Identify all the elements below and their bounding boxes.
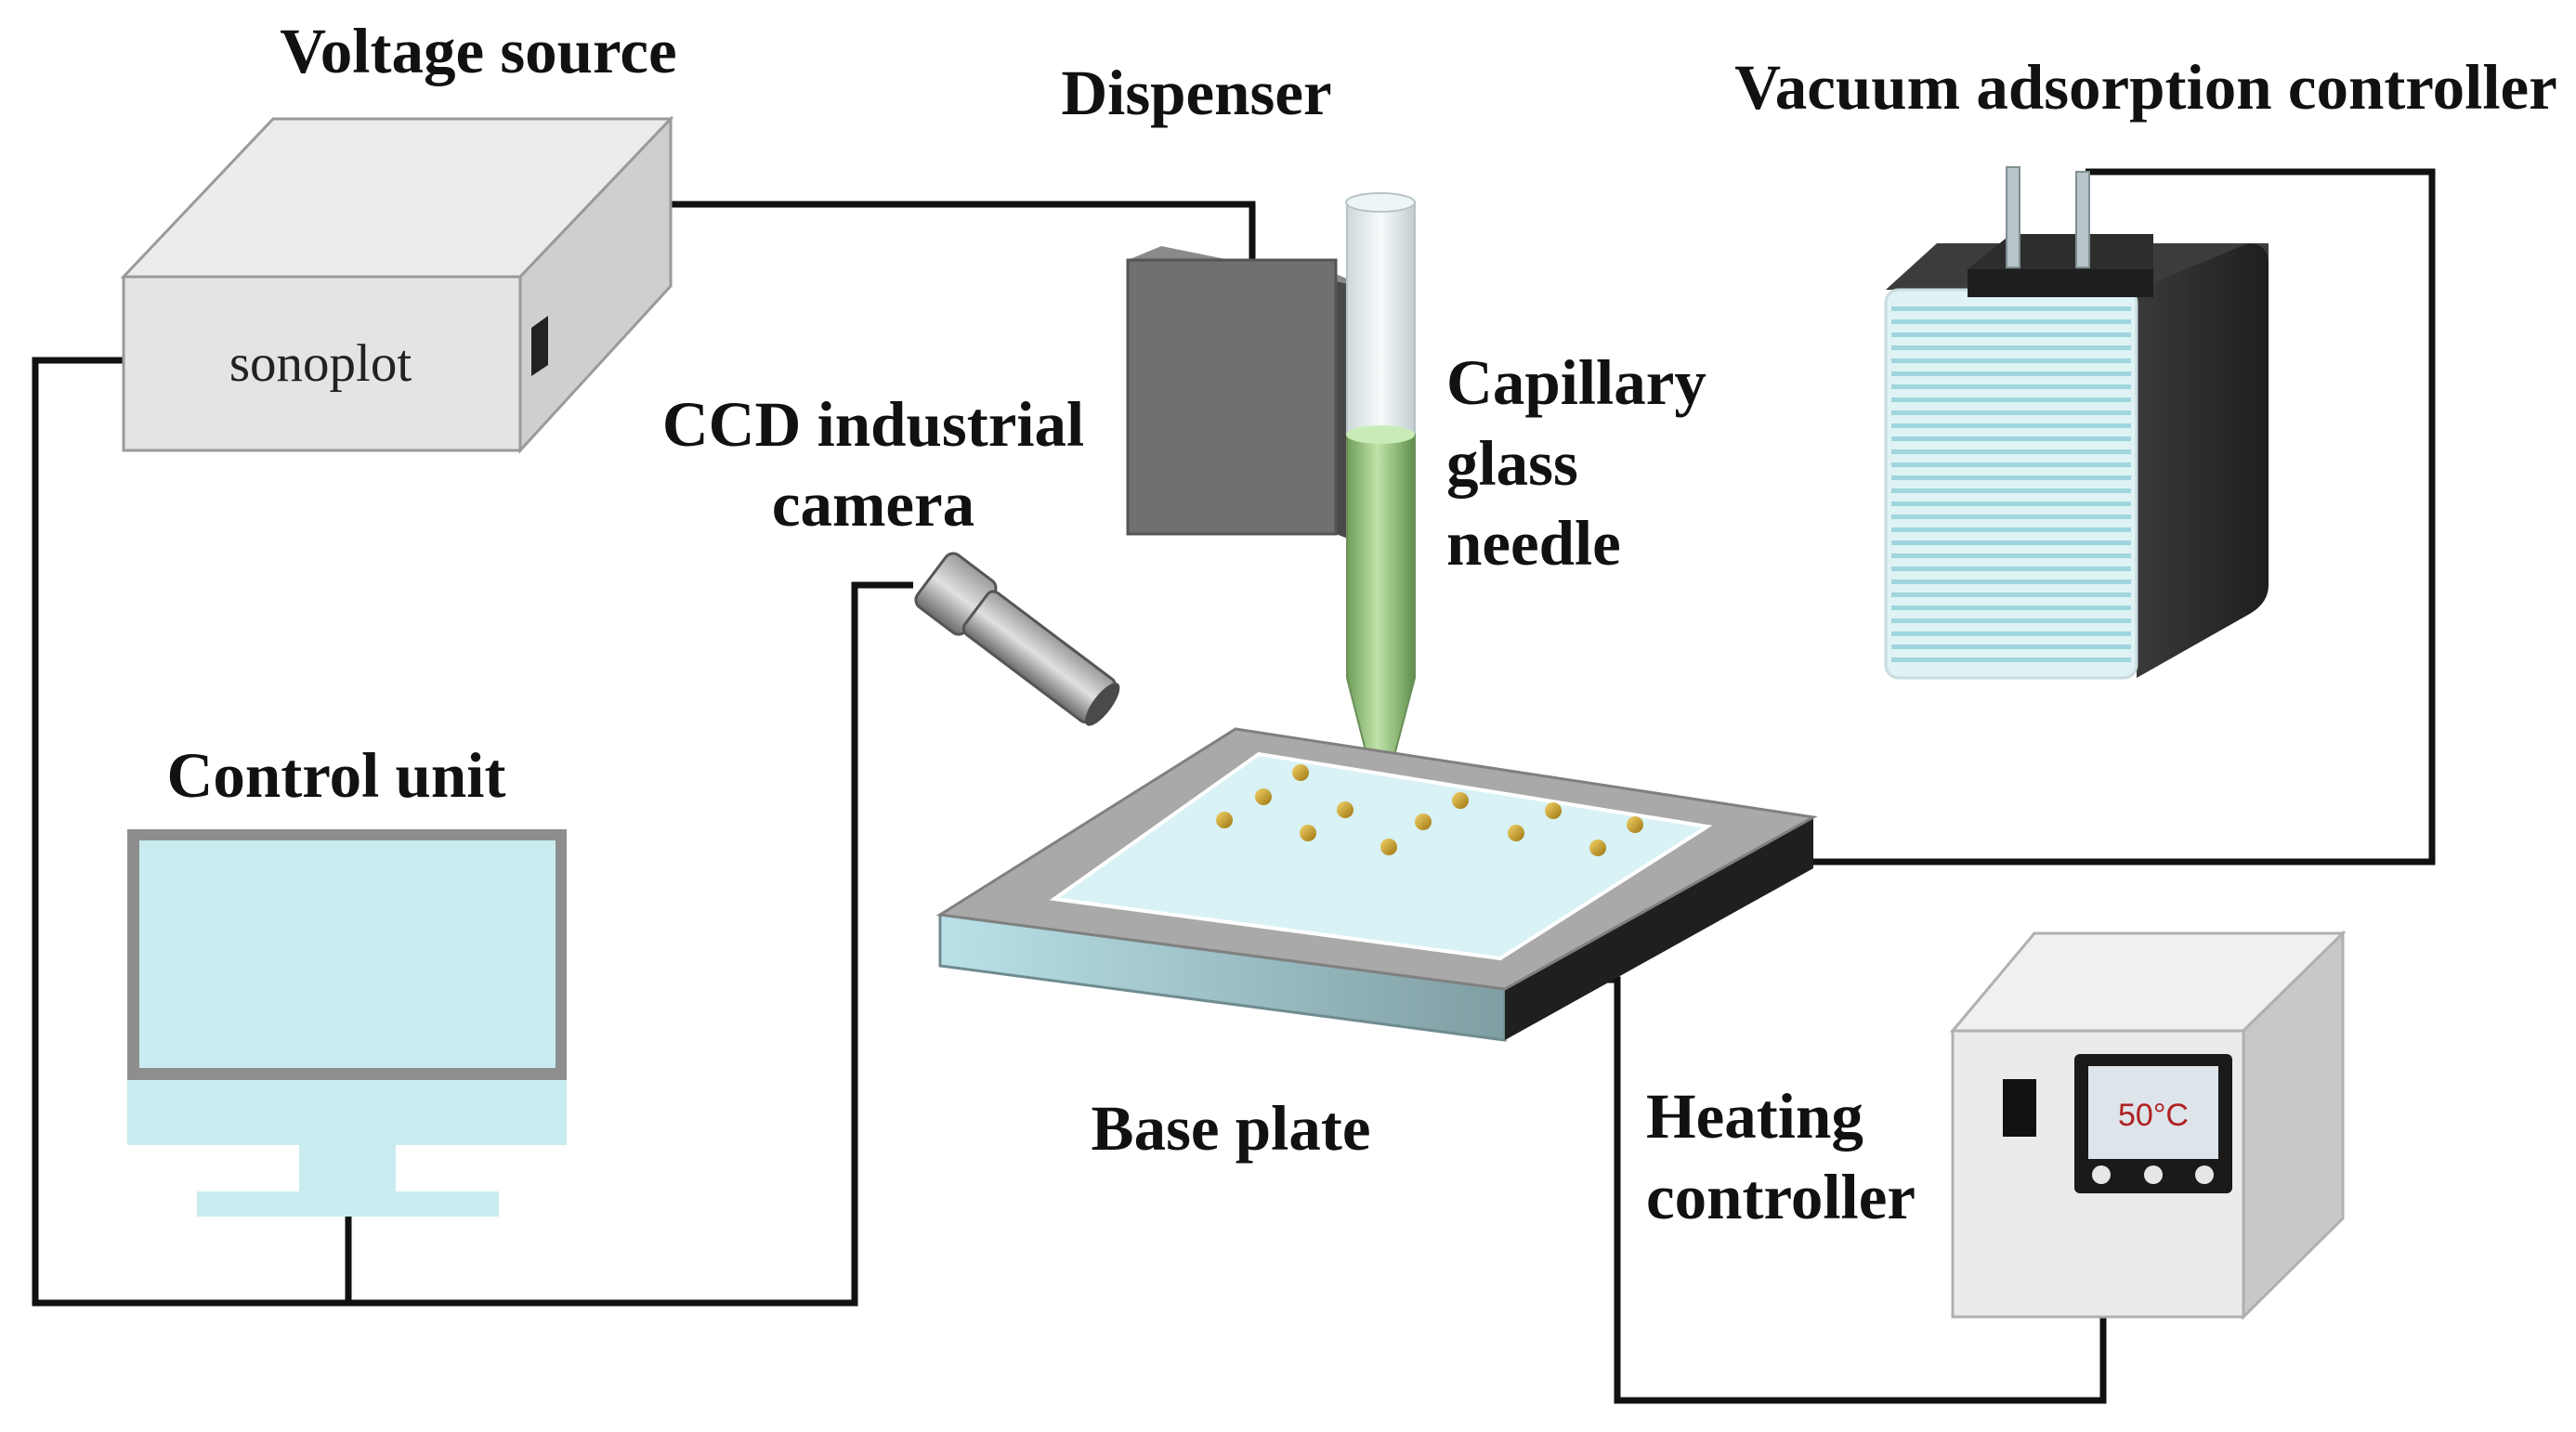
vacuum-lid	[1968, 234, 2153, 269]
vacuum-stripe	[1891, 345, 2131, 350]
vacuum-stripe	[1891, 540, 2131, 545]
heater-button	[2092, 1165, 2111, 1184]
vacuum-stripe	[1891, 592, 2131, 597]
ccd-camera-label-1: CCD industrial	[662, 389, 1084, 460]
control-unit	[127, 829, 567, 1217]
vacuum-stripe	[1891, 423, 2131, 428]
vacuum-stripe	[1891, 397, 2131, 402]
heater-button	[2195, 1165, 2214, 1184]
voltage-source-port	[531, 316, 548, 376]
droplet	[1300, 825, 1316, 841]
vacuum-stripe	[1891, 462, 2131, 467]
heating-controller-label-2: controller	[1646, 1162, 1916, 1232]
monitor-base	[197, 1191, 499, 1217]
monitor-neck	[299, 1145, 396, 1191]
vacuum-stripe	[1891, 527, 2131, 532]
vacuum-stripe	[1891, 501, 2131, 506]
sonoplot-label: sonoplot	[229, 334, 412, 393]
droplet	[1415, 814, 1432, 830]
vacuum-stripe	[1891, 618, 2131, 623]
droplet	[1508, 825, 1524, 841]
vacuum-controller	[1884, 166, 2269, 680]
voltage-source-front	[122, 275, 522, 452]
vacuum-controller-label: Vacuum adsorption controller	[1734, 52, 2557, 123]
droplet	[1380, 839, 1397, 855]
droplet	[1452, 792, 1469, 809]
vacuum-stripe	[1891, 488, 2131, 493]
dispenser-label: Dispenser	[1061, 58, 1331, 128]
vacuum-stripe	[1891, 566, 2131, 571]
vacuum-stripes	[1891, 306, 2131, 662]
capillary-needle	[1345, 192, 1416, 801]
wire-vacuum-to-plate	[1706, 168, 2436, 866]
heater-button	[2144, 1165, 2163, 1184]
vacuum-stripe	[1891, 358, 2131, 363]
temperature-readout: 50°C	[2118, 1098, 2189, 1133]
vacuum-stripe	[1891, 605, 2131, 610]
vacuum-stripe	[1891, 332, 2131, 337]
voltage-source: sonoplot	[120, 115, 674, 454]
droplet	[1216, 812, 1233, 828]
dispenser	[1126, 246, 1367, 546]
capillary-label-3: needle	[1446, 508, 1621, 579]
vacuum-stripe	[1891, 306, 2131, 311]
capillary-liquid	[1346, 434, 1416, 801]
vacuum-stripe	[1891, 449, 2131, 454]
dispenser-front	[1126, 258, 1338, 536]
droplet	[1627, 816, 1643, 833]
wire-voltage-to-control	[32, 357, 348, 1307]
droplet	[1589, 840, 1606, 856]
droplet	[1292, 764, 1309, 781]
heating-controller: 50°C	[1949, 930, 2347, 1321]
vacuum-lid-front	[1968, 269, 2153, 297]
vacuum-stripe	[1891, 475, 2131, 480]
vacuum-stripe	[1891, 436, 2131, 441]
heating-controller-label-1: Heating	[1646, 1081, 1863, 1152]
base-plate-label: Base plate	[1092, 1093, 1371, 1164]
ccd-camera	[914, 552, 1120, 726]
vacuum-stripe	[1891, 644, 2131, 649]
capillary-tube	[1346, 202, 1416, 436]
monitor-screen	[139, 840, 556, 1068]
heater-switch	[2003, 1079, 2036, 1137]
vacuum-stripe	[1891, 410, 2131, 415]
capillary-label-2: glass	[1446, 428, 1578, 499]
control-unit-label: Control unit	[167, 740, 506, 811]
vacuum-pipe	[2006, 166, 2020, 268]
plate-side-right	[1505, 817, 1813, 1040]
droplet	[1545, 802, 1562, 819]
vacuum-stripe	[1891, 384, 2131, 389]
plate-working-area	[1049, 751, 1713, 961]
camera-end	[1085, 683, 1120, 726]
wire-control-to-camera	[345, 581, 913, 1307]
capillary-top	[1345, 192, 1416, 213]
labels: Voltage source Dispenser Vacuum adsorpti…	[167, 16, 2557, 1232]
vacuum-stripe	[1891, 631, 2131, 636]
vacuum-side	[2137, 243, 2269, 678]
base-plate	[935, 727, 1818, 1042]
vacuum-stripe	[1891, 319, 2131, 324]
droplet	[1337, 801, 1353, 818]
vacuum-pipe	[2075, 171, 2090, 268]
voltage-source-label: Voltage source	[280, 16, 676, 86]
vacuum-stripe	[1891, 579, 2131, 584]
vacuum-stripe	[1891, 553, 2131, 558]
heater-display	[2088, 1066, 2218, 1159]
liquid-surface	[1346, 425, 1415, 444]
droplets	[1216, 764, 1643, 856]
vacuum-stripe	[1891, 514, 2131, 519]
droplet	[1255, 788, 1272, 805]
monitor-chin	[127, 1080, 567, 1145]
vacuum-stripe	[1891, 657, 2131, 662]
ccd-camera-label-2: camera	[772, 469, 974, 540]
vacuum-stripe	[1891, 371, 2131, 376]
capillary-label-1: Capillary	[1446, 347, 1706, 418]
